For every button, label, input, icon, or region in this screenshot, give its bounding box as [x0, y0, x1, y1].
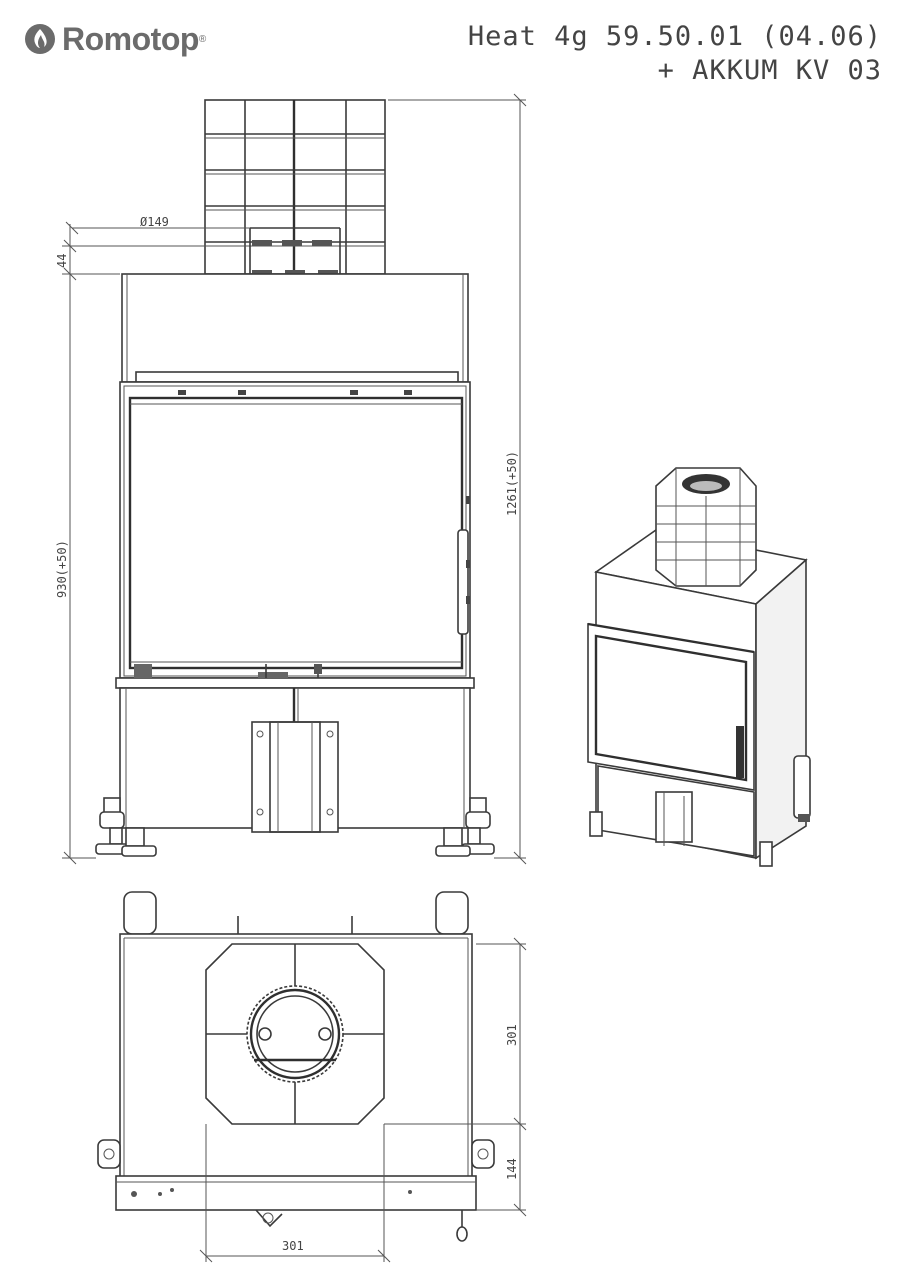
model-title-line1: Heat 4g 59.50.01 (04.06) — [467, 21, 882, 52]
total-height-label: 1261(+50) — [505, 451, 519, 516]
romotop-flame-icon — [25, 24, 55, 54]
adjustable-foot-right — [435, 797, 495, 857]
width-bottom-label: 301 — [282, 1239, 304, 1253]
brand-logo: Romotop ® — [24, 18, 206, 60]
plan-view — [97, 891, 527, 1263]
isometric-view — [587, 467, 811, 867]
flue-diameter-label: Ø149 — [140, 215, 169, 229]
body-height-label: 930(+50) — [55, 540, 69, 598]
door-frame — [119, 381, 471, 679]
brand-name: Romotop — [62, 20, 199, 57]
adjustable-foot-left — [95, 797, 157, 857]
model-title: Heat 4g 59.50.01 (04.06) + AKKUM KV 03 — [468, 20, 882, 88]
offset-top-label: 44 — [55, 254, 69, 268]
front-view — [62, 93, 527, 865]
depth-front-label: 301 — [505, 1024, 519, 1046]
depth-rear-label: 144 — [505, 1158, 519, 1180]
akkum-stack-front — [204, 99, 386, 275]
model-title-line2: + AKKUM KV 03 — [657, 55, 882, 86]
brand-registered-mark: ® — [198, 33, 207, 45]
upper-hood — [121, 273, 469, 383]
door-handle — [457, 529, 469, 635]
air-regulator — [251, 721, 339, 833]
plan-dimensions — [199, 937, 527, 1263]
akkum-stack-iso — [655, 467, 757, 587]
front-dimensions — [62, 93, 527, 865]
